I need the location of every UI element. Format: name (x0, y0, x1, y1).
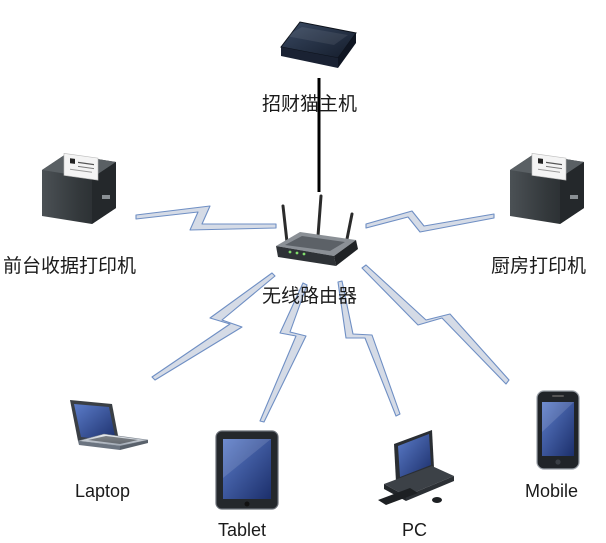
wireless-router-icon (276, 194, 358, 266)
tablet-icon (215, 430, 279, 510)
mobile-label: Mobile (525, 481, 579, 501)
laptop-icon (70, 400, 149, 450)
kitchen-printer-label: 厨房打印机 (491, 255, 587, 277)
tablet-label: Tablet (218, 520, 267, 540)
wireless-link-tablet (259, 282, 308, 423)
pc-label: PC (402, 520, 428, 540)
wireless-link-mobile (361, 264, 510, 385)
front-printer-label: 前台收据打印机 (3, 255, 137, 277)
wireless-link-front-printer (135, 205, 277, 231)
wireless-link-kitchen-printer (365, 210, 495, 233)
server-box-icon (280, 21, 357, 68)
router-label: 无线路由器 (262, 285, 358, 307)
wireless-link-laptop (151, 272, 276, 381)
receipt-printer-icon (510, 153, 584, 224)
laptop-label: Laptop (75, 481, 131, 501)
desktop-pc-icon (378, 430, 454, 505)
wireless-link-pc (337, 280, 401, 417)
mobile-phone-icon (536, 390, 580, 470)
wireless-links (135, 205, 510, 423)
host-label: 招财猫主机 (262, 93, 358, 115)
receipt-printer-icon (42, 153, 116, 224)
